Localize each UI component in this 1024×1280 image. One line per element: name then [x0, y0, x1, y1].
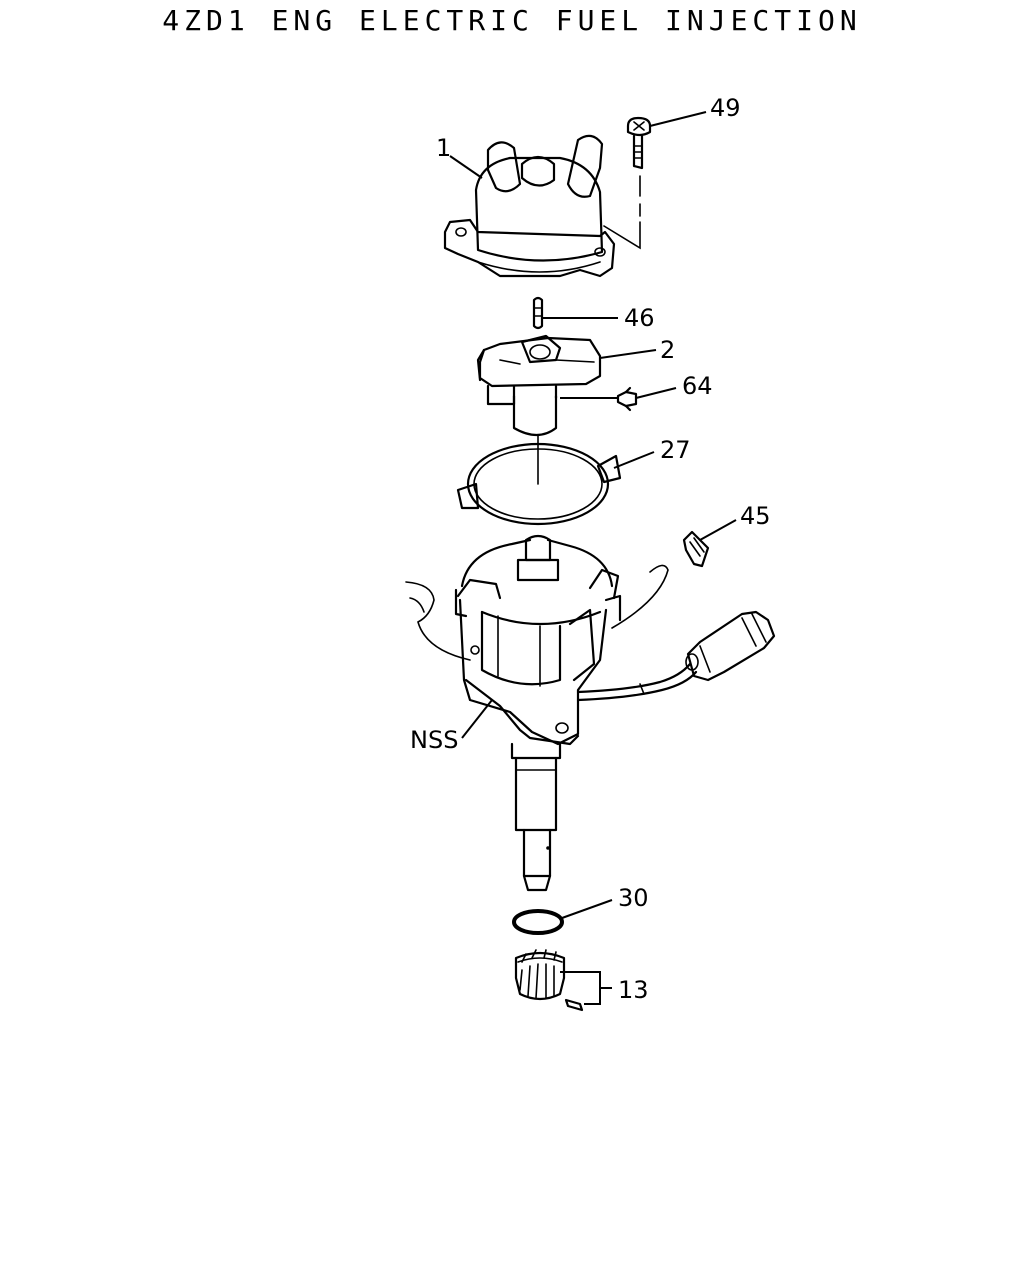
page-title: 4ZD1 ENG ELECTRIC FUEL INJECTION: [162, 4, 862, 37]
clip-part-45[interactable]: [682, 530, 710, 568]
distributor-body-nss[interactable]: [405, 534, 776, 892]
distributor-cap[interactable]: [443, 134, 616, 278]
callout-13: 13: [618, 976, 649, 1004]
pin-part-46[interactable]: [532, 296, 544, 330]
ring-part-27[interactable]: [456, 442, 622, 526]
callout-46: 46: [624, 304, 655, 332]
callout-49: 49: [710, 94, 741, 122]
alignment-line-49: [603, 175, 641, 250]
callout-64: 64: [682, 372, 713, 400]
callout-1: 1: [436, 134, 451, 162]
screw-part-49[interactable]: [626, 116, 652, 170]
callout-30: 30: [618, 884, 649, 912]
callout-45: 45: [740, 502, 771, 530]
callout-2: 2: [660, 336, 675, 364]
o-ring-part-30[interactable]: [512, 909, 564, 935]
callout-nss: NSS: [410, 726, 458, 754]
gear-part-13[interactable]: [514, 949, 584, 1012]
rotor-part-2[interactable]: [476, 334, 602, 437]
callout-27: 27: [660, 436, 691, 464]
screw-part-64[interactable]: [616, 386, 638, 412]
